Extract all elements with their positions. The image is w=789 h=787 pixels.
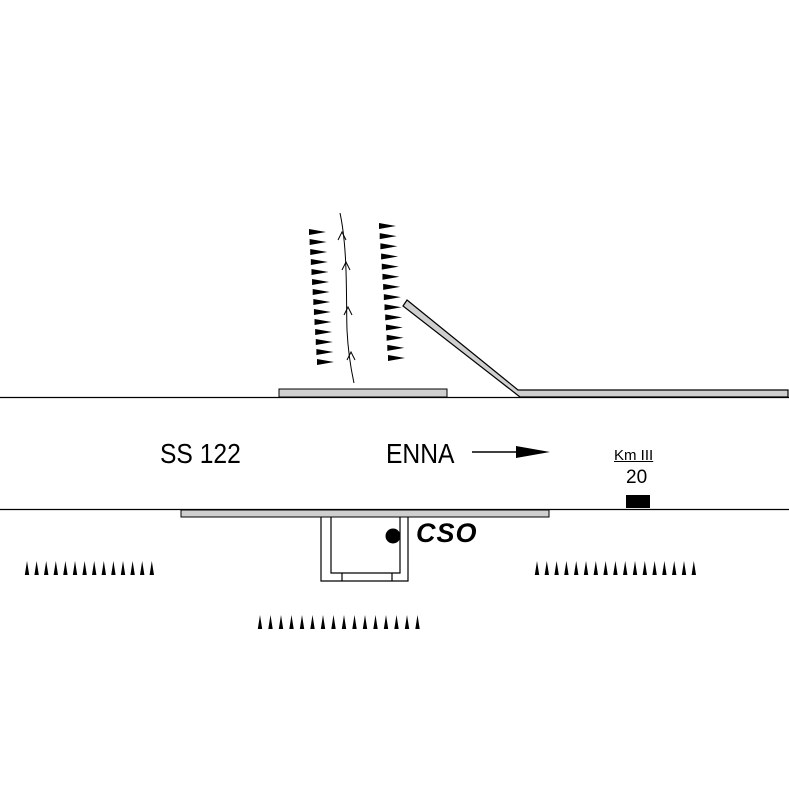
hatch-spike <box>278 615 284 629</box>
hatch-spike <box>383 283 401 290</box>
hatch-spike <box>652 561 657 575</box>
hatch-spike <box>315 329 333 335</box>
hatch-spike <box>415 615 420 629</box>
hatch-spike <box>63 561 68 575</box>
hatch-spike <box>385 314 403 321</box>
hatch-spike <box>101 561 106 575</box>
hatch-spike <box>312 289 330 295</box>
hatch-spike <box>72 561 78 575</box>
hatch-spike <box>299 615 305 629</box>
hatch-spike <box>672 561 677 575</box>
hatch-spike <box>130 561 135 575</box>
hatch-spike <box>352 615 357 629</box>
hatch-spike <box>257 615 263 629</box>
hatch-spike <box>316 349 334 355</box>
ground-hatching-middle <box>257 615 420 629</box>
hatch-spike <box>310 615 315 629</box>
hatch-spike <box>574 561 579 575</box>
embankment-hatching-right <box>379 223 405 361</box>
hatch-spike <box>381 263 399 270</box>
hatch-spike <box>662 561 667 575</box>
hatch-spike <box>544 561 549 575</box>
hatch-spike <box>380 243 398 250</box>
hatch-spike <box>34 561 39 575</box>
hatch-spike <box>111 561 116 575</box>
hatch-spike <box>362 615 368 629</box>
hatch-spike <box>623 561 628 575</box>
hatch-spike <box>289 615 294 629</box>
hatch-spike <box>379 223 396 229</box>
direction-label: ENNA <box>386 438 455 469</box>
hatch-spike <box>593 561 598 575</box>
ground-hatching-right <box>534 561 696 575</box>
hatch-spike <box>404 615 410 629</box>
hatch-spike <box>379 233 397 240</box>
hatch-spike <box>632 561 638 575</box>
hatch-spike <box>681 561 687 575</box>
hatch-spike <box>554 561 559 575</box>
lower-lay-by <box>180 509 550 518</box>
hatch-spike <box>309 239 327 245</box>
hatch-spike <box>310 259 328 265</box>
embankment-hatching-left <box>309 229 334 365</box>
hatch-spike <box>387 344 405 351</box>
hatch-spike <box>312 279 330 285</box>
hatch-spike <box>564 561 569 575</box>
hatch-spike <box>140 561 145 575</box>
hatch-spike <box>394 615 399 629</box>
watercourse-line <box>337 212 356 384</box>
kilometre-label: Km III <box>614 447 654 464</box>
hatch-spike <box>82 561 87 575</box>
hatch-spike <box>383 615 389 629</box>
hatch-spike <box>44 561 49 575</box>
hatch-spike <box>149 561 154 575</box>
hatch-spike <box>53 561 58 575</box>
station-point-icon <box>385 528 401 544</box>
hatch-spike <box>314 319 332 325</box>
hatch-spike <box>310 249 328 255</box>
side-road <box>402 299 789 398</box>
road-name-label: SS 122 <box>160 438 241 469</box>
hatch-spike <box>313 309 331 315</box>
hatch-spike <box>120 561 126 575</box>
shelter-building <box>320 517 409 582</box>
km-marker-icon <box>626 495 650 508</box>
hatch-spike <box>320 615 326 629</box>
direction-arrow-icon <box>472 446 550 458</box>
hatch-spike <box>603 561 608 575</box>
hatch-spike <box>613 561 618 575</box>
hatch-spike <box>268 615 273 629</box>
ground-hatching-left <box>24 561 154 575</box>
hatch-spike <box>313 299 331 305</box>
hatch-spike <box>382 273 400 280</box>
kilometre-value: 20 <box>626 467 648 488</box>
hatch-spike <box>317 359 334 365</box>
hatch-spike <box>331 615 336 629</box>
hatch-spike <box>385 324 403 331</box>
hatch-spike <box>373 615 378 629</box>
hatch-spike <box>315 339 333 345</box>
hatch-spike <box>381 253 399 260</box>
hatch-spike <box>309 229 326 235</box>
hatch-spike <box>388 355 405 361</box>
hatch-spike <box>24 561 30 575</box>
hatch-spike <box>583 561 589 575</box>
hatch-spike <box>691 561 696 575</box>
upper-lay-by <box>278 388 448 398</box>
hatch-spike <box>341 615 347 629</box>
hatch-spike <box>311 269 329 275</box>
hatch-spike <box>642 561 647 575</box>
hatch-spike <box>92 561 97 575</box>
hatch-spike <box>534 561 540 575</box>
hatch-spike <box>384 304 402 311</box>
hatch-spike <box>383 294 401 301</box>
station-label: CSO <box>416 518 478 548</box>
hatch-spike <box>386 334 404 341</box>
